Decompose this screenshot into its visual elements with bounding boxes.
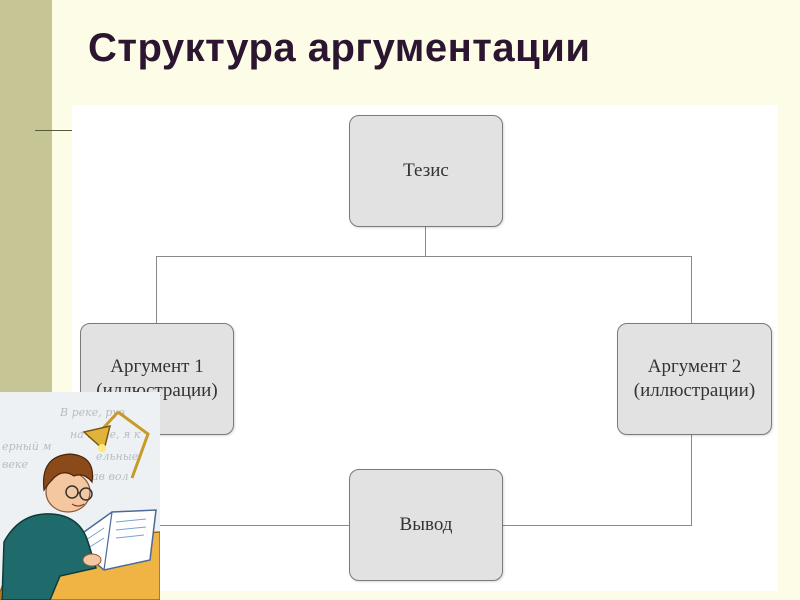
connector-bottom-right	[502, 525, 692, 526]
slide-title: Структура аргументации	[88, 26, 591, 70]
book-text-3: ерный м	[2, 440, 51, 453]
book-text-5: ельные	[96, 450, 139, 463]
argument-2-node: Аргумент 2 (иллюстрации)	[617, 323, 772, 435]
argument-2-line1: Аргумент 2	[647, 356, 742, 378]
thesis-label: Тезис	[403, 160, 449, 182]
connector-bottom-left	[156, 525, 350, 526]
thesis-node: Тезис	[349, 115, 503, 227]
glasses-icon	[65, 485, 79, 499]
connector-thesis-down	[425, 226, 426, 256]
book-text-4: веке	[2, 458, 28, 471]
lamp-arm	[117, 410, 150, 479]
connector-right-up	[691, 434, 692, 525]
lamp-shade-icon	[82, 424, 112, 452]
diagram-canvas: Тезис Аргумент 1 (иллюстрации) Аргумент …	[72, 105, 778, 591]
argument-2-line2: (иллюстрации)	[633, 380, 756, 401]
boy-hair	[42, 453, 94, 492]
connector-top-horizontal	[156, 256, 692, 257]
boy-sweater	[1, 513, 97, 600]
conclusion-label: Вывод	[399, 514, 453, 536]
title-rule	[35, 130, 75, 131]
book-text-6: ав вол	[92, 470, 129, 483]
reading-boy-svg: В реке, рув на каме, я к ерный м веке ел…	[0, 392, 160, 600]
book-text-1: В реке, рув	[59, 406, 125, 419]
argument-1-line1: Аргумент 1	[110, 356, 204, 378]
connector-left-down	[156, 256, 157, 324]
reading-boy-illustration: В реке, рув на каме, я к ерный м веке ел…	[0, 392, 160, 600]
conclusion-node: Вывод	[349, 469, 503, 581]
connector-right-down	[691, 256, 692, 324]
